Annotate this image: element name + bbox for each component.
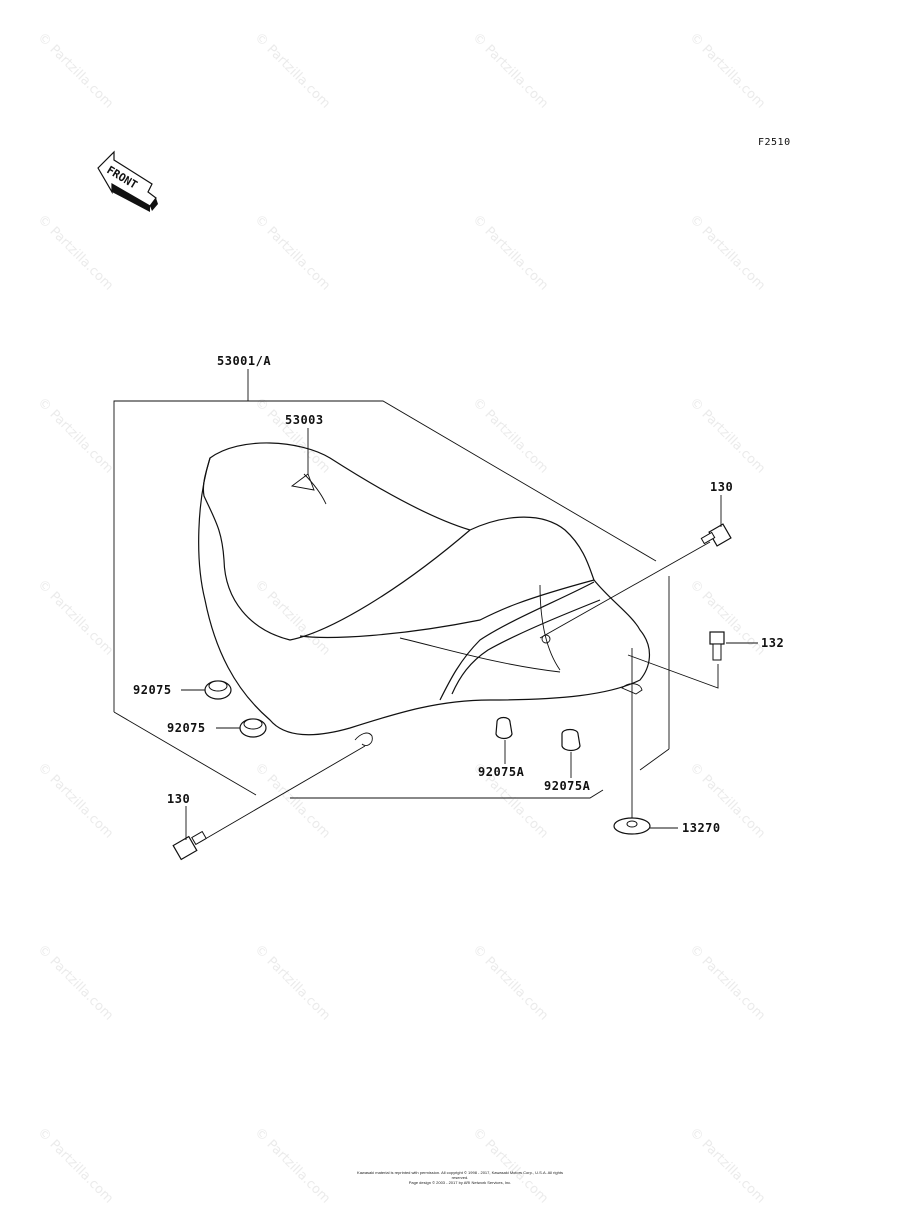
assembly-outline (113, 369, 670, 799)
label-bolt-side: 132 (761, 636, 785, 650)
seat-illustration (198, 442, 650, 747)
label-damper-1: 92075 (133, 683, 172, 697)
copyright-notice: Kawasaki material is reprinted with perm… (350, 1170, 570, 1185)
copyright-line-2: Page design © 2003 - 2017 by ARI Network… (408, 1180, 512, 1185)
damper-icon (204, 680, 232, 700)
label-damper-a-1: 92075A (478, 765, 525, 779)
label-bolt-front: 130 (167, 792, 191, 806)
label-nut: 13270 (682, 821, 721, 835)
damper-a-icon (495, 716, 513, 740)
label-bolt-rear: 130 (710, 480, 734, 494)
nut-icon (613, 648, 651, 835)
damper-icon (239, 718, 267, 738)
figure-code: F2510 (758, 137, 791, 148)
bolt-rear-icon (539, 523, 732, 639)
bolt-front-icon (172, 745, 366, 861)
label-damper-2: 92075 (167, 721, 206, 735)
front-arrow-icon: FRONT (97, 150, 158, 212)
label-seat-assembly: 53001/A (217, 354, 272, 368)
label-damper-a-2: 92075A (544, 779, 591, 793)
label-seat-cover: 53003 (285, 413, 324, 427)
copyright-line-1: Kawasaki material is reprinted with perm… (357, 1170, 563, 1180)
bolt-side-icon (627, 631, 725, 689)
leader-lines (181, 428, 758, 840)
damper-a-icon (561, 728, 581, 752)
